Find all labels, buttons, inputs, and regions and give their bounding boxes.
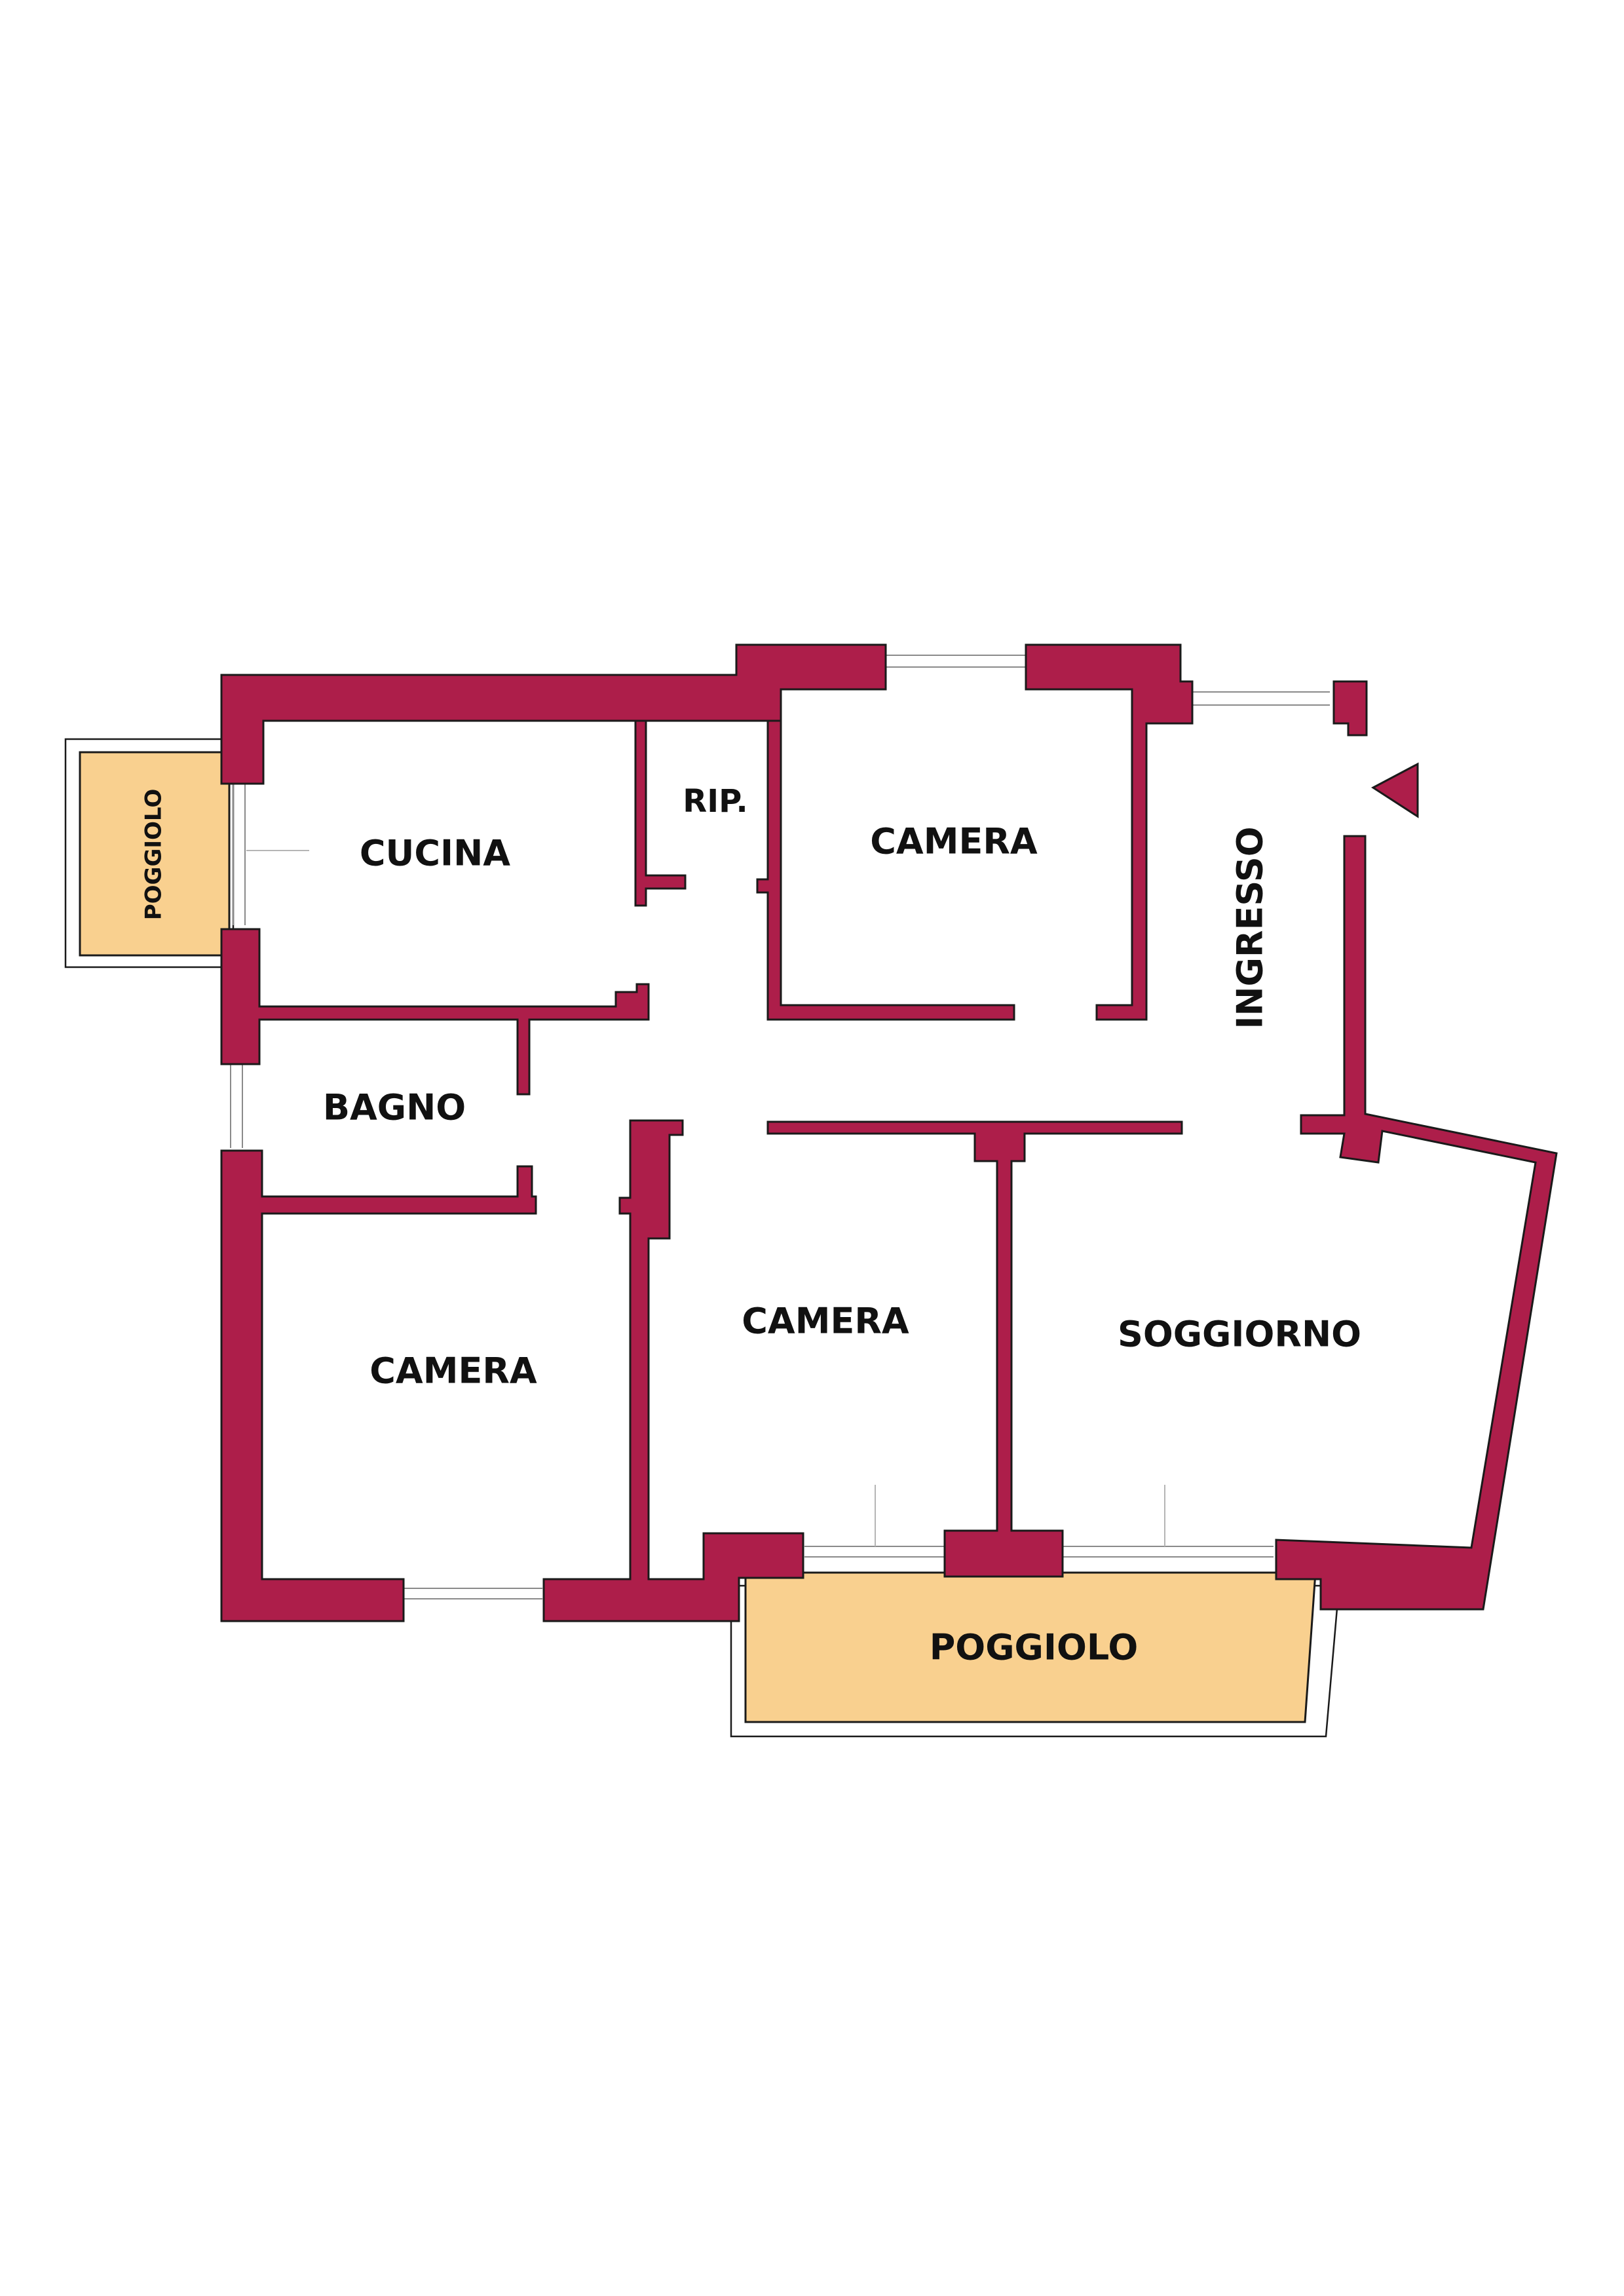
balcony-small — [64, 738, 235, 968]
label-camera-bottom-left: CAMERA — [369, 1350, 537, 1392]
label-poggiolo-small: POGGIOLO — [141, 789, 167, 921]
wall-camera-middle-left — [542, 1119, 804, 1622]
label-camera-bottom-middle: CAMERA — [742, 1301, 909, 1342]
windows — [230, 655, 1330, 1599]
door-hints — [246, 850, 1165, 1546]
wall-camera-top-left — [756, 719, 1015, 1021]
entrance-arrow-icon — [1371, 762, 1419, 818]
wall-ingresso-soggiorno — [1275, 835, 1558, 1611]
label-cucina: CUCINA — [360, 833, 510, 874]
label-bagno: BAGNO — [323, 1087, 466, 1128]
wall-entrance-pillar — [1332, 680, 1368, 737]
wall-bathroom-camera — [220, 1149, 537, 1622]
wall-camera-top-right — [1025, 643, 1194, 1021]
label-poggiolo-large: POGGIOLO — [930, 1627, 1139, 1668]
label-camera-top: CAMERA — [870, 821, 1038, 862]
label-ingresso: INGRESSO — [1230, 826, 1271, 1029]
wall-kitchen-bathroom — [220, 928, 650, 1096]
label-rip: RIP. — [683, 783, 747, 820]
walls — [220, 643, 1558, 1622]
label-soggiorno: SOGGIORNO — [1118, 1314, 1361, 1355]
balcony-large — [730, 1571, 1340, 1738]
wall-corridor — [766, 1120, 1183, 1578]
wall-top-left — [220, 643, 887, 785]
wall-kitchen-right — [634, 719, 687, 907]
